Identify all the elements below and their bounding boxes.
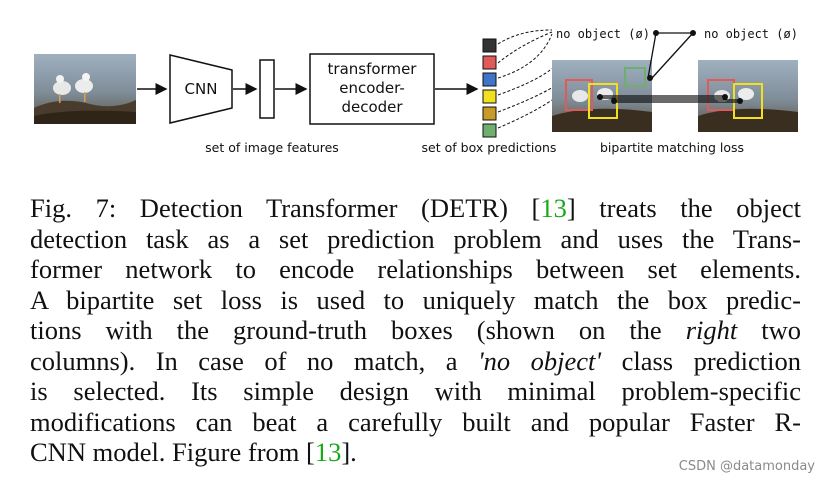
prediction-slot-2	[482, 55, 497, 70]
caption-line: Fig. 7: Detection Transformer (DETR) [13…	[30, 193, 801, 224]
prediction-slot-6	[482, 123, 497, 138]
no-object-label-left: no object (ø)	[556, 27, 650, 41]
cnn-label: CNN	[185, 80, 218, 98]
caption-line: CNN model. Figure from [13].	[30, 437, 801, 468]
figure-caption: Fig. 7: Detection Transformer (DETR) [13…	[30, 193, 801, 468]
citation-link[interactable]: 13	[314, 437, 342, 467]
caption-text: modifications can beat a carefully built…	[30, 406, 801, 437]
caption-line: modifications can beat a carefully built…	[30, 407, 801, 438]
caption-line: is selected. Its simple design with mini…	[30, 376, 801, 407]
caption-text: two	[737, 315, 801, 345]
prediction-slot-3	[482, 72, 497, 87]
transformer-block: transformer encoder- decoder	[309, 53, 435, 125]
caption-line: tions with the ground-truth boxes (shown…	[30, 315, 801, 346]
caption-text: ].	[341, 437, 357, 467]
caption-line: former network to encode relationships b…	[30, 254, 801, 285]
caption-text: former network to encode relationships b…	[30, 254, 801, 284]
no-object-label-right: no object (ø)	[704, 27, 798, 41]
prediction-image	[552, 60, 652, 132]
caption-text: columns). In case of no match, a	[30, 345, 479, 376]
caption-text: class prediction	[601, 345, 802, 376]
caption-emphasis: right	[685, 315, 738, 345]
detr-figure: CNN transformer encoder- decoder no obje…	[34, 27, 798, 155]
box-predictions	[482, 38, 497, 138]
input-image	[34, 54, 136, 124]
watermark: CSDN @datamonday	[678, 459, 815, 474]
image-features-block	[259, 59, 275, 119]
cnn-block: CNN	[169, 54, 233, 124]
caption-line: A bipartite set loss is used to uniquely…	[30, 285, 801, 316]
transformer-label-line-2: encoder-	[339, 79, 405, 97]
box-predictions-caption: set of box predictions	[422, 140, 557, 155]
matching-lines	[600, 32, 740, 103]
prediction-slot-1	[482, 38, 497, 53]
caption-text: CNN model. Figure from [	[30, 437, 315, 467]
transformer-label-line-3: decoder	[341, 98, 403, 116]
caption-emphasis: 'no object'	[478, 345, 602, 376]
prediction-slot-4	[482, 89, 497, 104]
caption-text: tions with the ground-truth boxes (shown…	[30, 315, 686, 345]
image-features-caption: set of image features	[205, 140, 339, 155]
caption-text: is selected. Its simple design with mini…	[30, 376, 801, 406]
caption-text: ] treats the object	[566, 193, 801, 223]
caption-text: detection task as a set prediction probl…	[30, 223, 801, 254]
caption-line: columns). In case of no match, a 'no obj…	[30, 346, 801, 377]
caption-line: detection task as a set prediction probl…	[30, 224, 801, 255]
caption-text: Fig. 7: Detection Transformer (DETR) [	[30, 193, 541, 223]
citation-link[interactable]: 13	[540, 193, 567, 223]
transformer-label-line-1: transformer	[328, 60, 418, 78]
caption-text: A bipartite set loss is used to uniquely…	[30, 284, 801, 315]
prediction-slot-5	[482, 106, 497, 121]
bipartite-matching-caption: bipartite matching loss	[600, 140, 744, 155]
